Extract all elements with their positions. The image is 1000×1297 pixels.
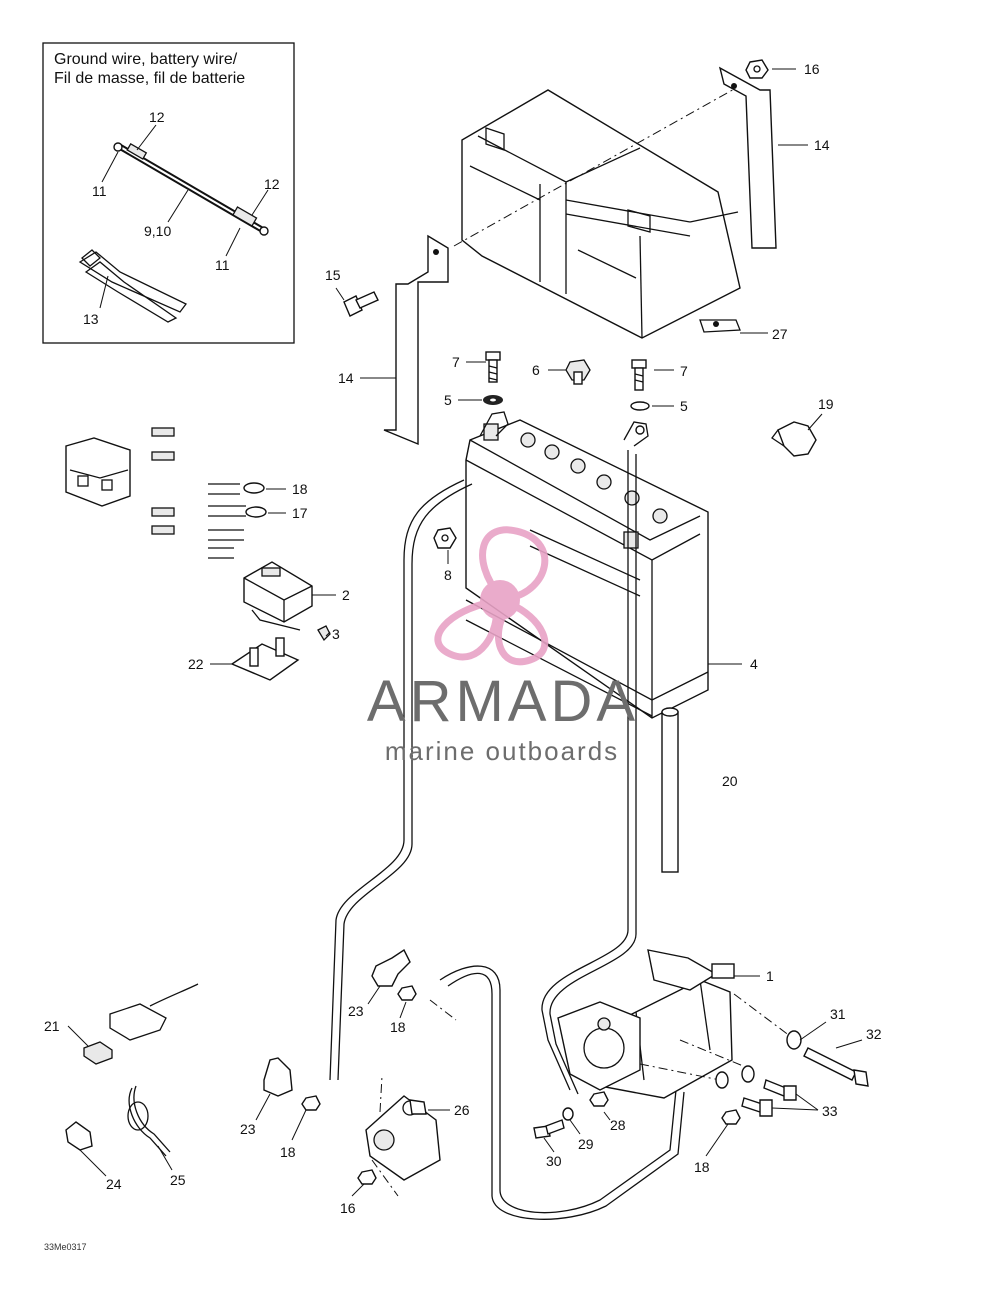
crimp-tool-drawing: [78, 249, 187, 323]
rectifier-2: [243, 561, 313, 631]
connector-housing: [65, 437, 131, 507]
callout-1: 1: [766, 968, 774, 984]
inset-title: Ground wire, battery wire/ Fil de masse,…: [54, 50, 294, 88]
callout-26: 26: [454, 1102, 470, 1118]
callout-22: 22: [188, 656, 204, 672]
inset-title-line-2: Fil de masse, fil de batterie: [54, 70, 246, 87]
nut-3: [317, 625, 331, 642]
callout-30: 30: [546, 1153, 562, 1169]
connector-pins: [151, 427, 175, 535]
terminal-boot-19: [771, 421, 817, 457]
callout-14-right: 14: [814, 137, 830, 153]
boot-23-upper: [371, 948, 411, 987]
callout-17: 17: [292, 505, 308, 521]
ground-wire-drawing: [113, 142, 269, 236]
washer-29: [562, 1107, 574, 1121]
diagram-code: 33Me0317: [44, 1242, 87, 1252]
callout-12-upper: 12: [149, 109, 165, 125]
callout-18-upper-mid: 18: [390, 1019, 406, 1035]
washer-17: [245, 506, 267, 518]
watermark-tagline: marine outboards: [384, 736, 620, 766]
callout-5-right: 5: [680, 398, 688, 414]
callout-7-right: 7: [680, 363, 688, 379]
callout-32: 32: [866, 1026, 882, 1042]
callout-13: 13: [83, 311, 99, 327]
callout-19: 19: [818, 396, 834, 412]
callout-20: 20: [722, 773, 738, 789]
callout-18-lower-right: 18: [694, 1159, 710, 1175]
inset-title-line-1: Ground wire, battery wire/: [54, 51, 238, 68]
callout-23-lower: 23: [240, 1121, 256, 1137]
tube-20: [661, 707, 679, 873]
screw-7-left: [485, 351, 501, 383]
callout-18-upper: 18: [292, 481, 308, 497]
strap-left: [383, 234, 449, 446]
starter-motor: [557, 949, 735, 1099]
nut-16-bottom: [357, 1169, 377, 1185]
callout-2: 2: [342, 587, 350, 603]
strap-right: [718, 66, 777, 249]
boot-23-lower: [263, 1057, 293, 1097]
nut-18-b: [301, 1095, 321, 1111]
callout-4: 4: [750, 656, 758, 672]
washer-5-right: [630, 401, 650, 411]
callout-6: 6: [532, 362, 540, 378]
callout-3: 3: [332, 626, 340, 642]
callout-23-upper: 23: [348, 1003, 364, 1019]
washer-31: [786, 1030, 802, 1050]
callout-25: 25: [170, 1172, 186, 1188]
callout-29: 29: [578, 1136, 594, 1152]
main-leaders: [67, 68, 863, 1197]
washer-pair: [715, 1065, 755, 1089]
screw-7-right: [631, 359, 647, 391]
nut-6: [565, 359, 591, 385]
plate-22: [230, 637, 300, 681]
callout-8: 8: [444, 567, 452, 583]
battery-cables: [329, 450, 685, 1220]
clip-24: [65, 1121, 93, 1151]
callout-27: 27: [772, 326, 788, 342]
callout-11-lower: 11: [215, 257, 230, 273]
callout-15: 15: [325, 267, 341, 283]
callout-16-bottom: 16: [340, 1200, 356, 1216]
callout-12-right: 12: [264, 176, 280, 192]
washer-18: [243, 482, 265, 494]
callout-11-left: 11: [92, 183, 107, 199]
watermark-name: ARMADA: [366, 669, 640, 734]
nut-28: [589, 1091, 609, 1107]
callout-9-10: 9,10: [144, 223, 171, 239]
callout-21: 21: [44, 1018, 60, 1034]
callout-16-top: 16: [804, 61, 820, 77]
wire-lines: [208, 483, 246, 559]
screw-30: [533, 1119, 565, 1139]
fuse-holder-21: [83, 983, 199, 1065]
callout-28: 28: [610, 1117, 626, 1133]
callout-14-left: 14: [338, 370, 354, 386]
washer-5-left: [483, 395, 503, 405]
callout-33: 33: [822, 1103, 838, 1119]
callout-5-left: 5: [444, 392, 452, 408]
callout-7-left: 7: [452, 354, 460, 370]
armada-propeller-logo: [434, 526, 549, 666]
callout-31: 31: [830, 1006, 846, 1022]
battery-box-cover: [461, 89, 741, 339]
callout-24: 24: [106, 1176, 122, 1192]
inset-leaders: [99, 124, 269, 309]
tie-wrap-25: [127, 1085, 171, 1157]
bolts-33: [741, 1079, 797, 1117]
nut-8: [433, 527, 457, 549]
nut-16-top: [745, 59, 769, 79]
nut-18-a: [397, 985, 417, 1001]
bolt-15: [343, 291, 379, 317]
bolt-32: [803, 1047, 869, 1087]
nut-18-c: [721, 1109, 741, 1125]
solenoid-26: [365, 1095, 441, 1181]
inset-frame: [42, 42, 295, 344]
callout-18-lower-left: 18: [280, 1144, 296, 1160]
